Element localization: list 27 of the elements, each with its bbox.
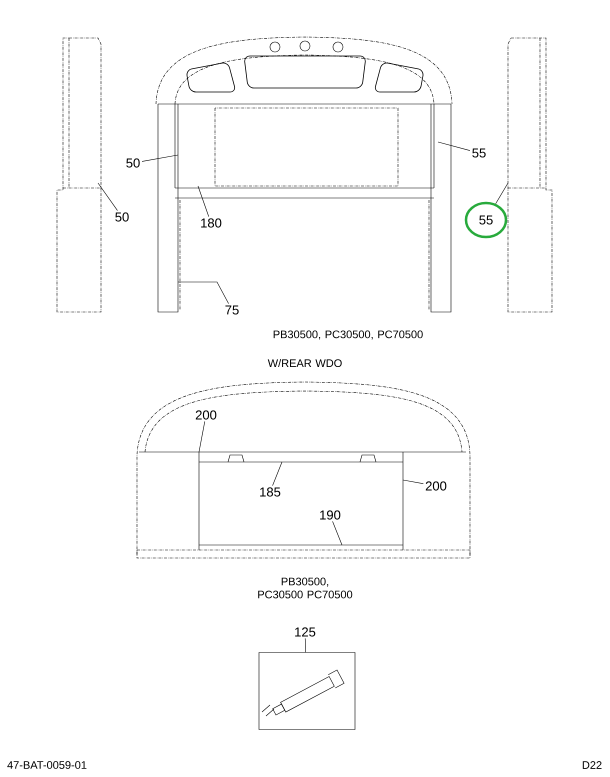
callout-number: 50 bbox=[126, 158, 140, 168]
model-label: PB30500, PC30500 PC70500 bbox=[258, 578, 352, 598]
leader-line bbox=[142, 154, 178, 162]
callout-number: 200 bbox=[196, 410, 216, 420]
leader-line bbox=[332, 521, 342, 546]
callout-number: 125 bbox=[295, 627, 316, 637]
leader-line bbox=[402, 480, 424, 484]
leader-line bbox=[198, 421, 206, 452]
callout-number: 75 bbox=[225, 305, 239, 315]
page-number: D22 bbox=[582, 761, 602, 769]
leader-line bbox=[178, 282, 229, 304]
leader-line bbox=[272, 462, 282, 486]
leader-line bbox=[98, 182, 118, 211]
model-label: PB30500, PC30500, PC70500 bbox=[274, 330, 423, 340]
leader-line bbox=[198, 186, 210, 217]
leader-line bbox=[438, 142, 470, 151]
callout-number: 185 bbox=[260, 487, 280, 497]
model-label: W/REAR WDO bbox=[268, 358, 342, 368]
callout-number: 55 bbox=[472, 148, 486, 158]
callout-number: 190 bbox=[320, 510, 340, 520]
callout-number: 200 bbox=[426, 481, 446, 491]
part-box bbox=[258, 652, 356, 730]
callout-number: 180 bbox=[201, 218, 222, 228]
callout-number: 50 bbox=[115, 212, 129, 222]
leader-line bbox=[304, 638, 306, 652]
leader-line bbox=[495, 182, 508, 204]
drawing-number: 47-BAT-0059-01 bbox=[7, 761, 86, 769]
